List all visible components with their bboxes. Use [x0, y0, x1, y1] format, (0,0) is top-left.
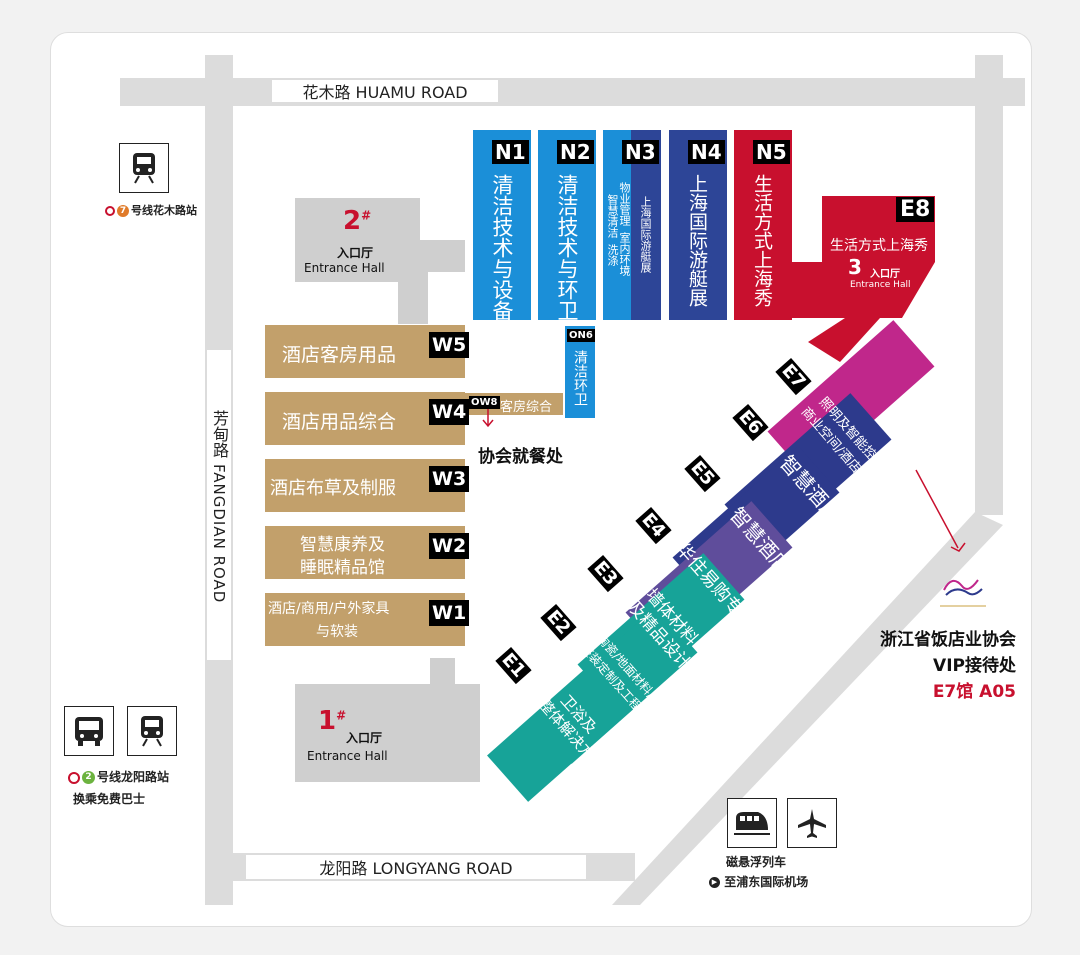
vip-location: E7馆 A05	[932, 682, 1016, 702]
hall-w4-name: 酒店用品综合	[282, 411, 397, 433]
e8-connector	[808, 318, 880, 362]
airplane-icon	[798, 809, 826, 838]
hall-w1-name-2: 与软装	[316, 624, 358, 640]
east-road-diagonal	[612, 512, 1003, 905]
entrance-1-cn: 入口厅	[346, 731, 383, 745]
metro-2-train-icon-box	[127, 706, 177, 756]
metro-7-badge: 7	[117, 205, 129, 217]
hall-w5-code: W5	[429, 332, 470, 358]
hall-w2-code: W2	[429, 533, 470, 559]
dining-arrowhead	[482, 419, 494, 428]
hall-w1-name-1: 酒店/商用/户外家具	[268, 601, 390, 617]
huamu-road	[120, 78, 1025, 106]
metro-2-note: 换乘免费巴士	[73, 792, 146, 806]
vip-line1: 浙江省饭店业协会	[880, 630, 1016, 650]
hall-e8-name: 生活方式上海秀	[830, 238, 928, 254]
hall-n5-name: 生活方式上海秀	[751, 174, 773, 307]
entrance-connector-2	[398, 318, 428, 324]
entrance-1-number: 1	[318, 706, 337, 736]
hall-n5-code: N5	[753, 140, 790, 164]
hall-n3-text-a: 物业管理	[618, 182, 631, 226]
hall-n3-text-c: 室内环境	[618, 232, 631, 276]
hall-on6-code: ON6	[567, 329, 595, 342]
entrance-2-sup: #	[361, 208, 372, 223]
vip-arrow	[915, 469, 959, 549]
entrance-hall-2	[295, 198, 465, 318]
entrance-3-num: 3	[848, 255, 862, 279]
hall-ow8-name: 客房综合	[500, 400, 553, 415]
hall-w5-name: 酒店客房用品	[282, 344, 397, 366]
entrance-2-cn: 入口厅	[337, 246, 374, 260]
bus-icon	[75, 717, 103, 746]
dining-label: 协会就餐处	[478, 447, 563, 467]
hall-w3-code: W3	[429, 466, 470, 492]
airplane-icon-box	[787, 798, 837, 848]
fangdian-road-en: FANGDIAN ROAD	[210, 464, 228, 604]
entrance-2-num: 2#	[343, 206, 371, 236]
metro-train-icon	[141, 716, 163, 747]
hall-n3-text-d: 洗涤	[606, 244, 619, 266]
metro-7-text: 号线花木路站	[131, 204, 197, 217]
hall-n4-name: 上海国际游艇展	[686, 174, 708, 307]
hall-n3-text-b: 智慧清洁	[606, 194, 619, 238]
vip-line2: VIP接待处	[933, 656, 1016, 676]
hall-n2-name: 清洁技术与环卫	[555, 174, 579, 321]
hall-e8	[790, 196, 935, 318]
hall-n1-name: 清洁技术与设备	[490, 174, 514, 321]
hall-ow8-code: OW8	[469, 396, 500, 409]
hall-n4-code: N4	[688, 140, 725, 164]
hall-n2-code: N2	[557, 140, 594, 164]
entrance-1-en: Entrance Hall	[307, 749, 388, 763]
huamu-road-label: 花木路 HUAMU ROAD	[272, 80, 498, 102]
hall-n1-code: N1	[492, 140, 529, 164]
metro-2-text: 号线龙阳路站	[97, 770, 170, 784]
hall-w3-name: 酒店布草及制服	[270, 478, 396, 499]
entrance-2-en: Entrance Hall	[304, 261, 385, 275]
entrance-3-en: Entrance Hall	[850, 280, 911, 290]
hall-w1-code: W1	[429, 600, 470, 626]
maglev-train-icon	[734, 812, 770, 835]
hall-n3-code: N3	[622, 140, 659, 164]
east-road-vertical	[975, 55, 1003, 515]
airport-note: ▶ 至浦东国际机场	[709, 873, 808, 890]
metro-logo-icon	[105, 206, 115, 216]
hall-e8-code: E8	[896, 197, 935, 222]
hall-n3-text-e: 上海国际游艇展	[639, 196, 652, 273]
association-logo	[940, 579, 986, 607]
airport-note-text: 至浦东国际机场	[724, 875, 809, 889]
entrance-1-num: 1#	[318, 706, 346, 736]
longyang-road-label: 龙阳路 LONGYANG ROAD	[246, 855, 586, 879]
hall-w4-code: W4	[429, 399, 470, 425]
metro-logo-icon	[68, 771, 80, 784]
metro-train-icon	[133, 153, 155, 184]
hall-w2-name-1: 智慧康养及	[300, 535, 385, 555]
maglev-label: 磁悬浮列车	[726, 855, 787, 869]
play-icon: ▶	[709, 877, 720, 888]
entrance-hall-1	[295, 658, 480, 782]
metro-2-badge: 2	[82, 771, 95, 784]
entrance-3-cn: 入口厅	[870, 269, 900, 280]
entrance-2-number: 2	[343, 206, 362, 236]
vip-arrowhead	[950, 542, 966, 552]
metro-7-icon-box	[119, 143, 169, 193]
entrance-1-sup: #	[336, 708, 347, 723]
fangdian-road-cn: 芳甸路	[210, 410, 229, 458]
hall-on6-name: 清洁环卫	[572, 350, 588, 406]
fangdian-road-label: 芳甸路 FANGDIAN ROAD	[207, 350, 231, 660]
hall-w2-name-2: 睡眠精品馆	[300, 558, 385, 578]
hall-e1	[487, 652, 645, 802]
metro-2-bus-icon-box	[64, 706, 114, 756]
maglev-icon-box	[727, 798, 777, 848]
